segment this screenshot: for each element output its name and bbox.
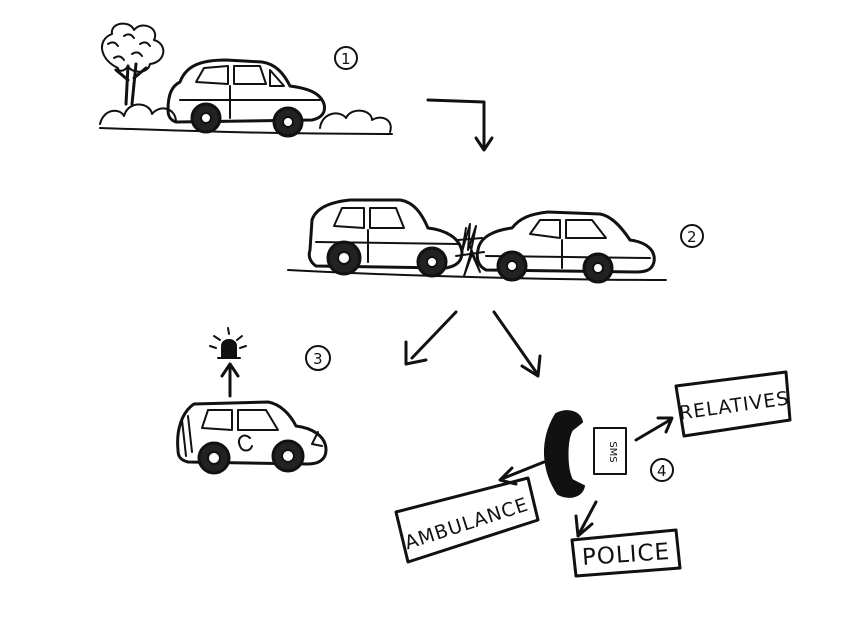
step-1-badge	[334, 46, 358, 70]
sms-label: SMS	[607, 441, 618, 462]
arrow-right-down-icon	[426, 98, 494, 152]
sms-message-box: SMS	[593, 427, 627, 475]
bush-right	[319, 109, 392, 133]
police-label: POLICE	[581, 539, 671, 571]
step-2-number: 2	[687, 228, 697, 246]
tree-icon	[101, 22, 165, 106]
ground-line	[99, 127, 393, 135]
step-1-car-driving-scene: 1	[99, 22, 393, 138]
siren-light-icon	[209, 327, 247, 359]
relatives-box: RELATIVES	[674, 370, 792, 438]
arrow-to-police-icon	[574, 500, 598, 538]
car-icon	[166, 58, 326, 138]
relatives-label: RELATIVES	[678, 387, 791, 424]
police-box: POLICE	[570, 528, 682, 578]
ambulance-label: AMBULANCE	[402, 494, 531, 555]
step-3-number: 3	[313, 350, 323, 368]
arrow-up-icon	[220, 362, 240, 398]
arrow-to-relatives-icon	[634, 416, 674, 442]
arrow-down-right-icon	[492, 310, 542, 378]
phone-handset-icon	[544, 410, 586, 498]
arrow-down-left-icon	[404, 310, 458, 366]
car-crashed-icon	[176, 400, 328, 475]
bush-left	[99, 103, 177, 125]
step-3-badge	[305, 345, 331, 371]
car-crash-right-icon	[475, 210, 656, 284]
step-2-collision-scene: 2	[287, 198, 704, 284]
step-3-alert-scene: 3	[176, 327, 331, 475]
step-2-badge	[680, 224, 704, 248]
ambulance-box: AMBULANCE	[394, 476, 540, 564]
car-crash-left-icon	[307, 198, 464, 278]
impact-burst-icon	[455, 223, 485, 277]
step-4-number: 4	[657, 462, 667, 480]
step-1-number: 1	[341, 50, 351, 68]
step-4-notify-scene: SMS RELATIVES AMBULANCE POLICE	[394, 370, 792, 578]
step-4-badge	[650, 458, 674, 482]
